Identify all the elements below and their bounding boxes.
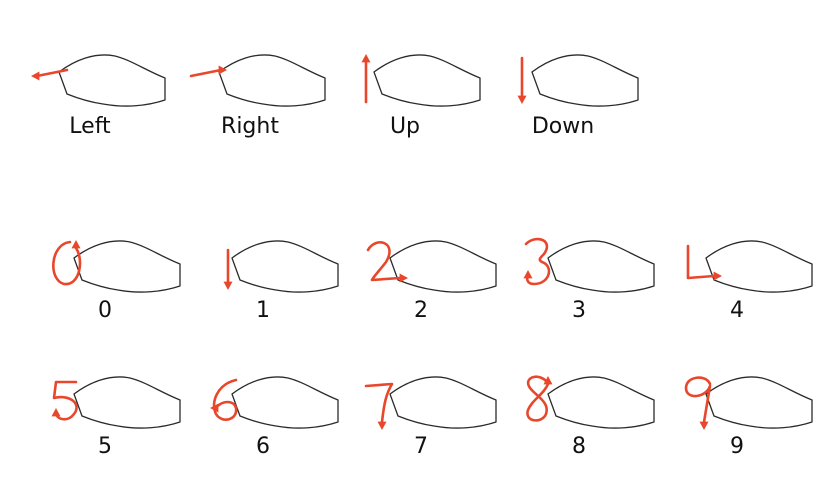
gesture-stroke (684, 376, 712, 424)
gesture-tile-up: Up (330, 36, 481, 138)
hand-illustration (389, 376, 497, 429)
arrowhead-icon (210, 403, 219, 413)
hand-digit-1 (223, 240, 339, 293)
gesture-tile-digit-6: 6 (188, 358, 339, 458)
gesture-label: 1 (256, 298, 270, 323)
gesture-stroke (52, 380, 78, 421)
gesture-tile-digit-5: 5 (30, 358, 181, 458)
gesture-label: 7 (414, 434, 428, 459)
hand-digit-7 (364, 376, 497, 430)
hand-illustration (73, 376, 181, 429)
gesture-tile-right: Right (175, 36, 326, 138)
gesture-stroke (686, 244, 716, 280)
arrowhead-icon (713, 271, 722, 281)
gesture-stroke (212, 378, 238, 421)
hand-illustration (547, 376, 655, 429)
arrowhead-icon (361, 54, 371, 63)
gesture-tile-digit-0: 0 (30, 222, 181, 322)
arrowhead-icon (399, 273, 408, 283)
hand-digit-4 (686, 240, 813, 293)
gesture-label: Right (221, 114, 279, 139)
gesture-tile-digit-3: 3 (504, 222, 655, 322)
arrowhead-icon (71, 240, 81, 249)
gesture-label: 6 (256, 434, 270, 459)
arrowhead-icon (223, 281, 233, 290)
gesture-tile-digit-8: 8 (504, 358, 655, 458)
gesture-label: 2 (414, 298, 428, 323)
gesture-tile-down: Down (488, 36, 639, 138)
hand-illustration (547, 240, 655, 293)
hand-down-swipe (517, 54, 639, 107)
gesture-label: 8 (572, 434, 586, 459)
arrowhead-icon (517, 95, 527, 104)
gesture-stroke (524, 237, 551, 286)
gesture-label: 3 (572, 298, 586, 323)
gesture-tile-digit-1: 1 (188, 222, 339, 322)
hand-illustration (705, 376, 813, 429)
gesture-tile-digit-7: 7 (346, 358, 497, 458)
gesture-tile-digit-9: 9 (662, 358, 813, 458)
gesture-stroke (364, 382, 394, 424)
hand-illustration (705, 240, 813, 293)
hand-illustration (373, 54, 481, 107)
hand-digit-2 (366, 240, 497, 293)
hand-digit-0 (52, 240, 181, 293)
gesture-label: Up (389, 114, 421, 139)
hand-illustration (58, 54, 166, 107)
arrowhead-icon (218, 65, 227, 75)
gesture-label: 0 (98, 298, 112, 323)
hand-digit-8 (526, 375, 655, 429)
hand-illustration (73, 240, 181, 293)
hand-illustration (231, 240, 339, 293)
gesture-stroke (526, 375, 550, 422)
hand-illustration (218, 54, 326, 107)
hand-digit-6 (210, 376, 339, 429)
hand-digit-3 (523, 237, 655, 293)
hand-illustration (531, 54, 639, 107)
arrowhead-icon (31, 71, 40, 81)
gesture-tile-left: Left (15, 36, 166, 138)
hand-digit-5 (51, 376, 181, 429)
gesture-stroke (52, 240, 82, 286)
hand-digit-9 (684, 376, 813, 430)
gesture-label: Down (531, 114, 595, 139)
gesture-label: Left (69, 114, 111, 139)
arrowhead-icon (523, 270, 533, 279)
gesture-stroke (35, 68, 69, 78)
gesture-tile-digit-4: 4 (662, 222, 813, 322)
arrowhead-icon (699, 421, 709, 430)
arrowhead-icon (543, 376, 553, 385)
hand-up-swipe (361, 54, 481, 107)
gesture-label: 9 (730, 434, 744, 459)
gesture-label: 5 (98, 434, 112, 459)
gesture-stroke (366, 241, 402, 282)
hand-illustration (389, 240, 497, 293)
hand-illustration (231, 376, 339, 429)
gesture-label: 4 (730, 298, 744, 323)
arrowhead-icon (377, 421, 387, 430)
arrowhead-icon (51, 408, 61, 417)
hand-left-swipe (31, 54, 166, 107)
hand-right-swipe (189, 54, 326, 107)
gesture-stroke (189, 68, 223, 78)
gesture-tile-digit-2: 2 (346, 222, 497, 322)
